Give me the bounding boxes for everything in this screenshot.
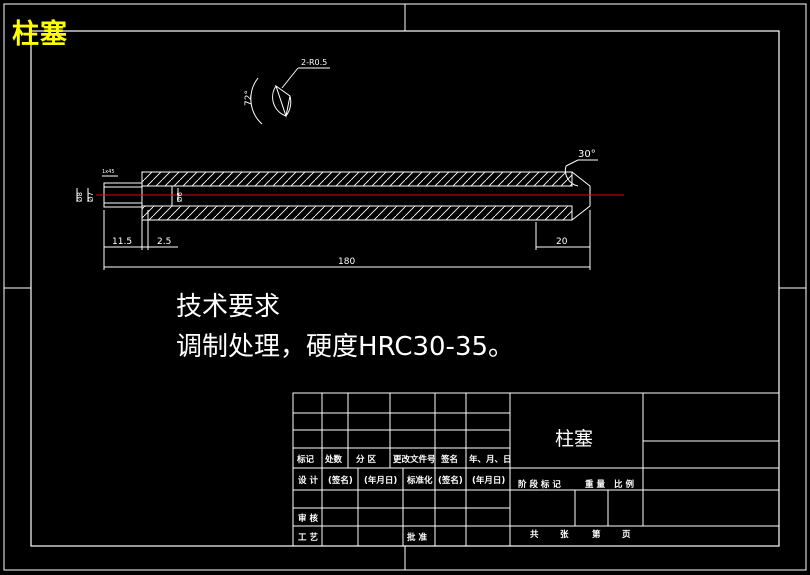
detail-chamfer-view	[250, 67, 330, 125]
tb-label-change-doc: 更改文件号	[393, 455, 436, 465]
dim-180: 180	[338, 257, 355, 267]
thread-note: 1x45	[102, 169, 115, 175]
dim-11-5: 11.5	[112, 237, 132, 247]
sheet-inner-border	[30, 30, 780, 547]
dia-6-label: Ø6	[176, 191, 184, 202]
tb-design-sign: (签名)	[328, 476, 353, 486]
tb-label-scale: 比 例	[614, 480, 634, 490]
dim-2-5: 2.5	[157, 237, 171, 247]
tb-label-page: 页	[622, 530, 631, 540]
dim-20: 20	[556, 237, 568, 247]
tb-label-approve: 批 准	[407, 533, 427, 543]
centering-marks	[4, 4, 806, 570]
technical-requirements-line: 调制处理，硬度HRC30-35。	[176, 332, 515, 362]
tb-label-weight: 重 量	[585, 480, 605, 490]
tb-design-date: (年月日)	[364, 476, 398, 486]
tb-label-mark: 标记	[297, 455, 315, 465]
tb-label-design: 设 计	[298, 476, 318, 486]
dia-8-label: Ø8	[76, 192, 84, 202]
tb-label-zone: 分 区	[356, 455, 376, 465]
tb-label-sheet-no: 第	[592, 530, 601, 540]
technical-requirements-title: 技术要求	[176, 292, 281, 322]
tb-label-total: 共	[530, 530, 539, 540]
dimension-lines	[103, 210, 591, 270]
tb-standard-sign: (签名)	[438, 476, 463, 486]
angle-72-label: 72°	[244, 90, 254, 106]
title-block-grid	[292, 392, 780, 547]
tb-label-sign: 签名	[441, 455, 459, 465]
angle-30-callout	[564, 159, 598, 187]
plunger-section-view	[96, 171, 624, 221]
tb-label-process: 工 艺	[298, 533, 318, 543]
tb-label-stage: 阶 段 标 记	[518, 480, 561, 490]
dia-7-label: Ø7	[87, 192, 95, 202]
tb-label-review: 审 核	[298, 514, 318, 524]
chamfer-radius-label: 2-R0.5	[301, 58, 327, 67]
angle-30-label: 30°	[578, 149, 596, 160]
sheet-outer-border	[3, 3, 807, 571]
tb-label-count: 处数	[325, 455, 343, 465]
tb-label-sheets: 张	[560, 530, 569, 540]
title-block-part-name: 柱塞	[555, 428, 594, 450]
tb-label-standard: 标准化	[407, 476, 433, 486]
corner-part-title: 柱塞	[12, 19, 68, 50]
tb-label-date: 年、月、日	[469, 455, 512, 465]
tb-standard-date: (年月日)	[472, 476, 506, 486]
